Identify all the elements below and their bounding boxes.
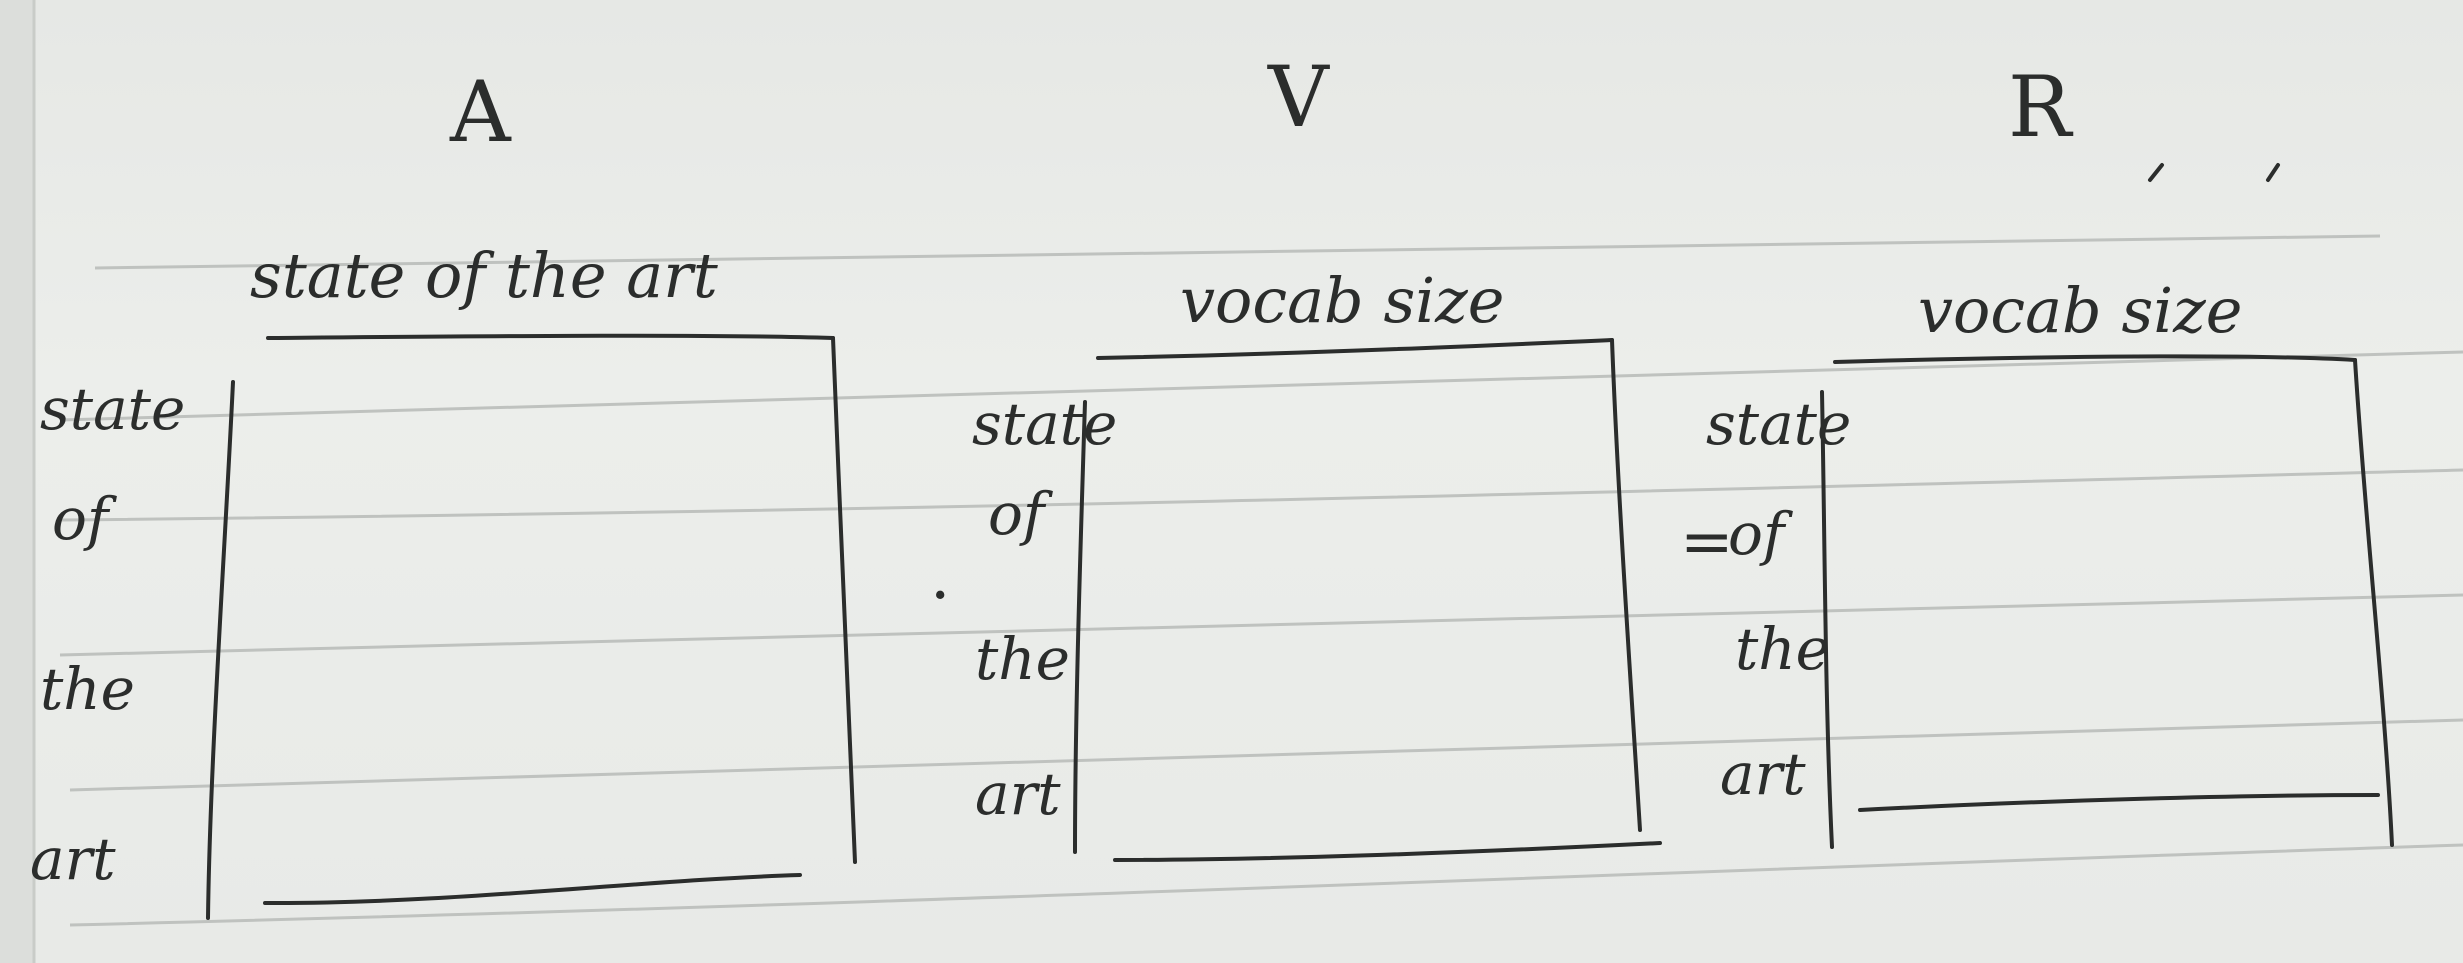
equals-operator: = bbox=[1680, 505, 1734, 579]
matrix-r-side-label-art: art bbox=[1720, 740, 1806, 808]
matrix-v-box bbox=[1073, 338, 1662, 862]
matrix-v-side-label-the: the bbox=[975, 625, 1070, 693]
matrix-a-side-label-the: the bbox=[40, 655, 135, 723]
matrix-v-side-label-of: of bbox=[988, 480, 1045, 548]
matrix-r-side-label-state: state bbox=[1706, 390, 1852, 458]
multiply-operator: . bbox=[930, 540, 951, 614]
binding-shadow bbox=[0, 0, 34, 963]
matrix-r-box bbox=[1820, 354, 2394, 849]
matrix-r-side-label-of: of bbox=[1728, 500, 1785, 568]
matrix-a-side-label-art: art bbox=[30, 825, 116, 893]
pen-mark bbox=[2266, 163, 2280, 182]
matrix-v-side-label-art: art bbox=[975, 760, 1061, 828]
matrix-r-side-label-the: the bbox=[1735, 615, 1830, 683]
matrix-a-side-label-state: state bbox=[40, 375, 186, 443]
matrix-r-letter: R bbox=[2008, 58, 2072, 156]
pen-mark bbox=[2148, 163, 2164, 182]
matrix-a-side-label-of: of bbox=[52, 485, 109, 553]
ruled-lines bbox=[59, 234, 2463, 927]
matrix-a-top-label: state of the art bbox=[250, 239, 718, 312]
matrix-a-box bbox=[206, 333, 857, 920]
matrix-v-side-label-state: state bbox=[972, 390, 1118, 458]
matrix-v-top-label: vocab size bbox=[1180, 264, 1505, 337]
matrix-a-letter: A bbox=[450, 63, 511, 161]
matrix-r-top-label: vocab size bbox=[1918, 274, 2243, 347]
matrix-v-letter: V bbox=[1268, 48, 1329, 146]
